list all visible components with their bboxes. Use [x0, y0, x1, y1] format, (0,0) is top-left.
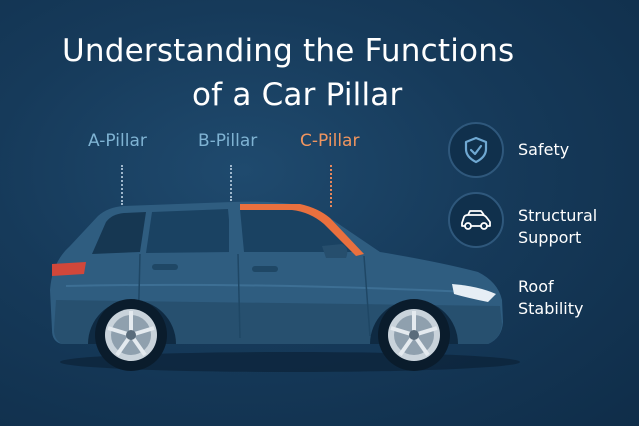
b-pillar-label: B-Pillar: [198, 131, 258, 151]
feature-roof-label-line-2: Stability: [518, 299, 584, 318]
front-wheel: [378, 299, 450, 371]
front-side-window: [240, 209, 360, 252]
door-line-front: [363, 255, 371, 337]
c-pillar-leader-line: [330, 165, 332, 207]
car-body-line: [65, 283, 471, 293]
a-pillar-label: A-Pillar: [88, 131, 147, 151]
a-pillar-leader-line: [121, 165, 123, 205]
feature-structural-label-line-2: Support: [518, 228, 582, 247]
rear-side-window: [146, 209, 232, 253]
rear-wheel: [95, 299, 167, 371]
c-pillar-highlight: [240, 204, 364, 256]
c-pillar-label: C-Pillar: [300, 131, 360, 151]
shield-check-icon: [448, 122, 504, 178]
b-pillar-shape: [229, 208, 239, 254]
tail-light: [52, 262, 86, 276]
front-door-handle: [252, 266, 278, 272]
feature-safety-label: Safety: [518, 140, 570, 159]
title-line-1: Understanding the Functions: [62, 33, 515, 69]
title-line-2: of a Car Pillar: [192, 77, 403, 113]
feature-structural-label-line-1: Structural: [518, 206, 598, 225]
rear-door-handle: [152, 264, 178, 270]
side-mirror: [322, 244, 348, 258]
car-icon: [448, 192, 504, 248]
feature-roof-label-line-1: Roof: [518, 277, 554, 296]
b-pillar-leader-line: [230, 165, 232, 201]
headlight: [452, 284, 496, 302]
rear-window: [92, 212, 146, 254]
door-line-mid: [237, 253, 241, 339]
